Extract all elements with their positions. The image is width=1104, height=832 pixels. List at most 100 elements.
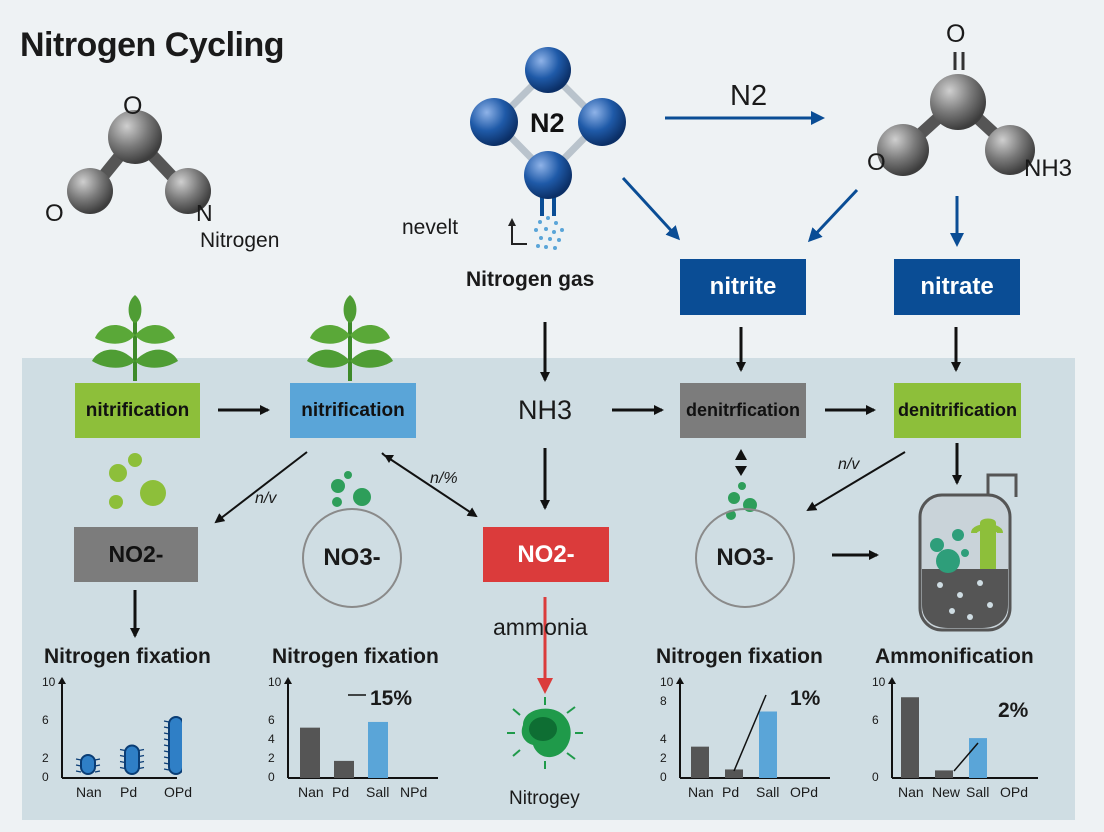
- no2-label-red: NO2-: [517, 540, 575, 568]
- chart-3-ytick: 10: [660, 675, 674, 689]
- oxygen-atom: [67, 168, 113, 214]
- chart-2-ytick: 10: [268, 675, 282, 689]
- chart-2-xlabel: Pd: [332, 784, 350, 800]
- bioreactor-icon: [918, 473, 1018, 632]
- chart-1: [32, 675, 182, 785]
- no2-box-gray: NO2-: [74, 527, 198, 582]
- chart-2-xlabel: Nan: [298, 784, 324, 800]
- n2-arrow-label: N2: [730, 80, 768, 112]
- chart-2-bar: [300, 727, 320, 778]
- chart-1-ytick: 2: [42, 751, 49, 765]
- chart-4-annotation-line: [953, 742, 979, 772]
- nitrite-label: nitrite: [709, 273, 777, 300]
- carbon-atom: [108, 110, 162, 164]
- nitrate-box: nitrate: [894, 259, 1020, 315]
- right-atom-top: O: [946, 20, 966, 48]
- chart-3-bar: [759, 711, 777, 778]
- chart-1-bar: [119, 744, 145, 775]
- chart-3: [650, 675, 840, 785]
- nitrate-label: nitrate: [920, 273, 994, 300]
- chart-1-xlabel: OPd: [164, 784, 193, 800]
- denitrification-label-1: denitrfication: [685, 400, 800, 420]
- y-axis-arrow: [284, 677, 292, 684]
- chart-3-ytick: 2: [660, 751, 667, 765]
- atom-label-top: O: [123, 92, 143, 120]
- chart-2-ytick: 0: [268, 770, 275, 784]
- arrow-label-3: n/v: [838, 456, 860, 473]
- chart-4-xlabel: OPd: [1000, 784, 1029, 800]
- chart-2-svg: [284, 677, 438, 779]
- chart-1-svg: [58, 677, 182, 779]
- chart-1-bar: [75, 754, 101, 775]
- left-molecule: [67, 110, 211, 214]
- nitrogen-atom: [165, 168, 211, 214]
- chart-3-title: Nitrogen fixation: [656, 645, 823, 668]
- nitrification-label-1: nitrification: [85, 399, 190, 421]
- chart-4-svg: [888, 677, 1038, 779]
- nh3-label: NH3: [518, 395, 573, 425]
- chart-3-annotation-line: [733, 694, 767, 772]
- chart-3-annotation: 1%: [790, 687, 821, 710]
- chart-4-ytick: 10: [872, 675, 886, 689]
- chart-1-ytick: 6: [42, 713, 49, 727]
- nitrification-box-blue: nitrification: [290, 383, 416, 438]
- chart-2-ytick: 4: [268, 732, 275, 746]
- no2-box-red: NO2-: [483, 527, 609, 582]
- nitrification-label-2: nitrification: [301, 399, 405, 421]
- arrow-to-nitrite-a: [621, 176, 681, 241]
- chart-1-ytick: 10: [42, 675, 56, 689]
- arrow-label-2: n/%: [430, 470, 458, 487]
- chart-4-ytick: 6: [872, 713, 879, 727]
- chart-4-annotation: 2%: [998, 699, 1029, 722]
- right-atom-right: NH3: [1024, 155, 1073, 182]
- chart-3-ytick: 4: [660, 732, 667, 746]
- atom-label-left: O: [45, 200, 64, 227]
- nitrogen-gas-label: Nitrogen gas: [466, 268, 595, 291]
- gas-particles: [534, 216, 564, 250]
- denitrification-label-2: denitrification: [897, 400, 1017, 420]
- arrow-to-nitrite-b: [807, 188, 859, 243]
- chart-2-title: Nitrogen fixation: [272, 645, 439, 668]
- nitrite-box: nitrite: [680, 259, 806, 315]
- y-axis-arrow: [888, 677, 896, 684]
- chart-1-ytick: 0: [42, 770, 49, 784]
- chart-3-xlabel: Sall: [756, 784, 780, 800]
- chart-4-xlabel: Nan: [898, 784, 924, 800]
- no3-label-left: NO3-: [323, 544, 381, 571]
- chart-4-xlabel: New: [932, 784, 961, 800]
- chart-3-xlabel: OPd: [790, 784, 819, 800]
- microbe-icon: [507, 697, 583, 769]
- no3-circle-right: NO3-: [695, 508, 795, 608]
- chart-4-title: Ammonification: [875, 645, 1034, 668]
- chart-4-bar: [901, 697, 919, 778]
- y-axis-arrow: [676, 677, 684, 684]
- atom-label-right: N: [196, 200, 213, 226]
- chart-4-xlabel: Sall: [966, 784, 990, 800]
- plant-icon-1: [92, 295, 178, 381]
- no3-circle-left: NO3-: [302, 508, 402, 608]
- ammonia-label: ammonia: [493, 614, 588, 640]
- y-axis-arrow: [58, 677, 66, 684]
- no2-label-left: NO2-: [108, 541, 164, 567]
- n2-molecule: [470, 47, 626, 216]
- chart-1-bar: [163, 716, 182, 775]
- chart-2-xlabel: NPd: [400, 784, 428, 800]
- chart-3-bar: [725, 769, 743, 778]
- chart-2-bar: [334, 760, 354, 778]
- page-title: Nitrogen Cycling: [20, 26, 285, 64]
- chart-4-ytick: 0: [872, 770, 879, 784]
- chart-4-bar: [935, 770, 953, 778]
- chart-2: [258, 675, 448, 785]
- nevelt-label: nevelt: [402, 216, 459, 239]
- right-molecule: [877, 52, 1035, 176]
- chart-3-bar: [691, 746, 709, 778]
- chart-2-bar: [368, 721, 388, 778]
- chart-3-ytick: 8: [660, 694, 667, 708]
- chart-2-ytick: 2: [268, 751, 275, 765]
- denitrification-box-gray: denitrfication: [680, 383, 806, 438]
- chart-3-xlabel: Nan: [688, 784, 714, 800]
- arrow-label-1: n/v: [255, 490, 277, 507]
- n2-molecule-label: N2: [530, 108, 565, 138]
